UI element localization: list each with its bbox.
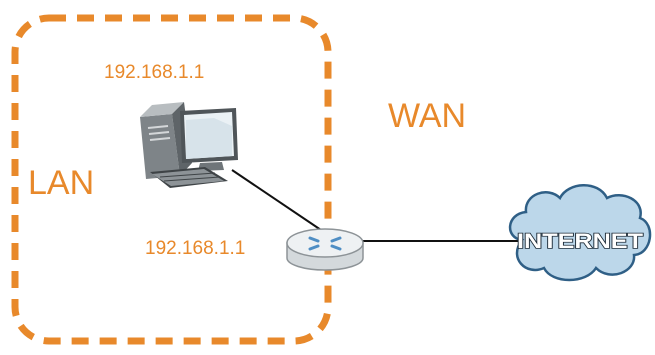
computer-icon [140,102,238,188]
router-ip-label: 192.168.1.1 [145,239,245,258]
wan-label: WAN [388,99,466,133]
lan-label: LAN [28,166,94,200]
pc-ip-label: 192.168.1.1 [104,63,204,82]
pc-router-link [232,170,321,230]
internet-label: INTERNET [517,230,643,253]
router-icon [287,229,363,270]
